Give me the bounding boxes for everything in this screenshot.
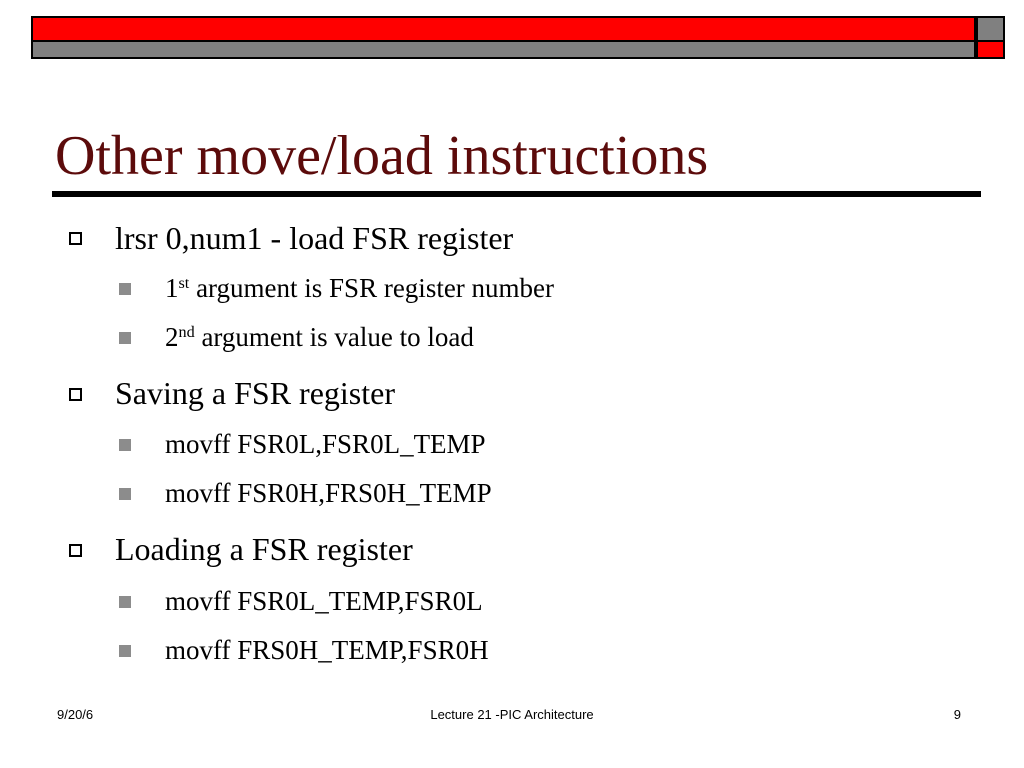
sub-bullet-text: argument is value to load	[194, 322, 474, 352]
filled-square-bullet-icon	[119, 645, 131, 657]
hollow-square-bullet-icon	[69, 544, 82, 557]
sub-bullet-item: movff FSR0H,FRS0H_TEMP	[165, 478, 492, 508]
title-underline	[52, 191, 981, 197]
filled-square-bullet-icon	[119, 596, 131, 608]
sub-bullet-item: movff FRS0H_TEMP,FSR0H	[165, 635, 489, 665]
page-number: 9	[953, 707, 961, 722]
footer-date: 9/20/6	[57, 707, 94, 722]
sub-bullet-superscript: nd	[178, 323, 195, 342]
filled-square-bullet-icon	[119, 283, 131, 295]
header-square-red	[976, 40, 1005, 59]
hollow-square-bullet-icon	[69, 388, 82, 401]
filled-square-bullet-icon	[119, 332, 131, 344]
filled-square-bullet-icon	[119, 439, 131, 451]
sub-bullet-superscript: st	[178, 274, 190, 293]
hollow-square-bullet-icon	[69, 232, 82, 245]
sub-bullet-item: 1st argument is FSR register number	[165, 275, 554, 302]
filled-square-bullet-icon	[119, 488, 131, 500]
bullet-item: Loading a FSR register	[115, 531, 413, 567]
sub-bullet-item: movff FSR0L_TEMP,FSR0L	[165, 586, 483, 616]
slide-title: Other move/load instructions	[55, 125, 709, 187]
header-bar-gray	[31, 40, 976, 59]
sub-bullet-item: movff FSR0L,FSR0L_TEMP	[165, 429, 486, 459]
sub-bullet-prefix: 2	[165, 322, 179, 352]
bullet-item: Saving a FSR register	[115, 375, 395, 411]
bullet-item: lrsr 0,num1 - load FSR register	[115, 220, 514, 256]
sub-bullet-text: argument is FSR register number	[189, 273, 555, 303]
slide-content: lrsr 0,num1 - load FSR register 1st argu…	[69, 220, 554, 665]
sub-bullet-prefix: 1	[165, 273, 179, 303]
footer-title: Lecture 21 -PIC Architecture	[430, 707, 594, 722]
sub-bullet-item: 2nd argument is value to load	[165, 324, 474, 351]
